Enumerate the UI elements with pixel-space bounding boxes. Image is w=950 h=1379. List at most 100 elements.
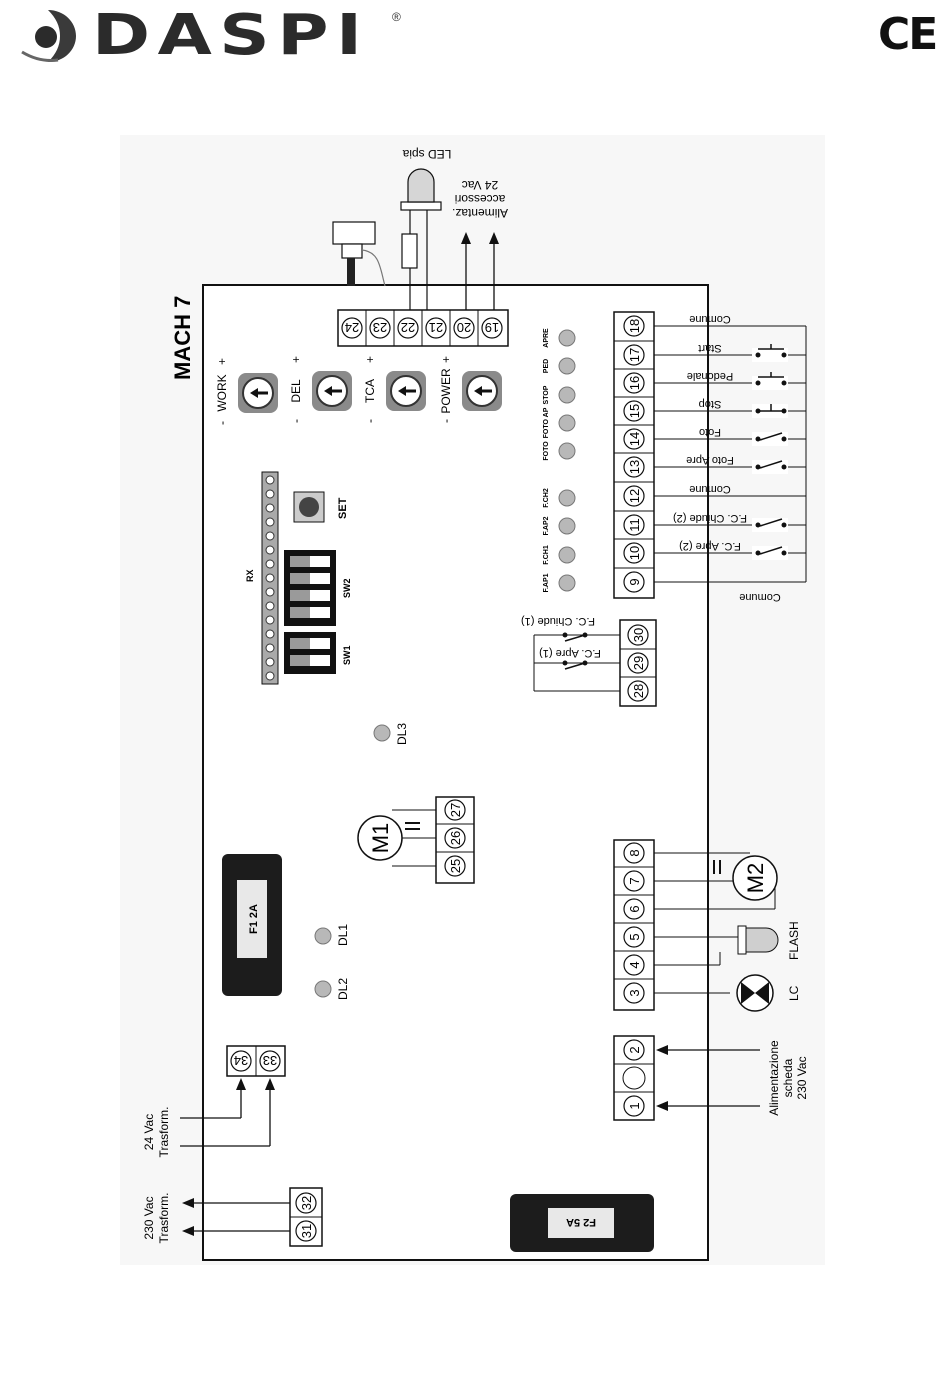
led-spia-assembly [400,168,442,310]
trafo-24-arrows [180,1078,275,1147]
svg-text:12: 12 [627,489,642,503]
terminal-1: 17 [614,340,654,366]
rx-label: RX [245,569,255,582]
svg-text:9: 9 [627,578,642,585]
svg-text:+: + [289,356,303,363]
svg-text:10: 10 [627,546,642,560]
flash-lamp-icon [737,925,779,955]
status-led [558,546,576,564]
svg-text:24: 24 [345,320,359,335]
terminal-0: 18 [623,315,645,337]
svg-text:21: 21 [429,320,443,335]
led-dl3-label: DL3 [395,723,409,745]
svg-text:14: 14 [627,432,642,446]
input-label: Pedonale [687,370,734,382]
status-led-label: FOTO AP [543,407,550,438]
input-label: Stop [699,398,722,410]
trimmer-group: WORK-+DEL-+TCA-+POWER-+ [215,356,502,425]
terminal-6: 12 [614,481,654,507]
terminal-1: 1 [623,1095,645,1117]
mains-label: Alimentazione scheda 230 Vac [767,1040,809,1116]
status-led-label: F.AP1 [543,573,550,592]
mains-arrows [656,1045,760,1111]
trimmer-tca[interactable] [386,371,426,411]
accessory-power-arrows [461,232,499,310]
svg-text:Alimentaz.: Alimentaz. [452,206,508,220]
svg-text:4: 4 [627,961,642,968]
svg-text:16: 16 [627,376,642,390]
terminal-9: 9 [614,567,654,593]
input-label: Comune [689,483,731,495]
board-model-label: MACH 7 [170,296,195,380]
terminal-1: 33 [259,1050,281,1072]
status-led [558,414,576,432]
lc-label: LC [787,985,801,1001]
terminal-1: 31 [295,1220,317,1242]
svg-text:+: + [363,356,377,363]
svg-text:17: 17 [627,348,642,362]
dip-switch-sw2[interactable] [284,550,336,626]
motor-m2-label: M2 [743,863,768,894]
status-led-label: F.CH2 [543,488,550,508]
svg-text:7: 7 [627,877,642,884]
svg-text:22: 22 [401,320,415,335]
svg-text:6: 6 [627,905,642,912]
status-led-label: FOTO [543,441,550,461]
terminal-0: 34 [230,1050,252,1072]
status-led-label: STOP [543,385,550,404]
svg-text:Trasform.: Trasform. [157,1193,171,1244]
svg-text:-: - [439,419,453,423]
svg-text:26: 26 [448,831,463,845]
trimmer-power[interactable] [462,371,502,411]
status-led-label: F.CH1 [543,545,550,565]
registered-mark: ® [392,10,401,24]
input-label: Comune [689,313,731,325]
terminal-block-mains: 21 [613,1035,655,1121]
terminal-2: 25 [436,851,474,877]
status-led [558,329,576,347]
terminal-4: 4 [614,950,654,976]
status-led [558,489,576,507]
terminal-5: 13 [614,452,654,478]
terminal-5: 19 [477,310,503,346]
fc1-apre-label: F.C. Apre (1) [539,647,601,659]
terminal-0: 27 [444,799,466,821]
brand-wordmark: DASPI [92,3,370,68]
page-header: DASPI ® CE [0,0,950,80]
terminal-3: 15 [614,396,654,422]
svg-text:+: + [215,358,229,365]
terminal-0: 24 [341,317,363,339]
led-dl2 [314,980,332,998]
terminal-2: 6 [614,894,654,920]
terminal-1: 7 [614,866,654,892]
motor-m1-label: M1 [368,823,393,854]
svg-text:accessori: accessori [455,192,506,206]
svg-text:230 Vac: 230 Vac [142,1196,156,1239]
led-dl3 [373,724,391,742]
svg-text:23: 23 [373,320,387,335]
terminal-5: 3 [614,978,654,1004]
trimmer-del[interactable] [312,371,352,411]
svg-text:3: 3 [627,989,642,996]
svg-text:19: 19 [485,320,499,335]
terminal-1: 29 [620,648,656,674]
input-label: F.C. Apre (2) [679,540,741,552]
fuse-f2 [510,1194,654,1252]
terminal-1: 26 [436,823,474,849]
terminal-0: 8 [623,842,645,864]
dip-switch-sw1[interactable] [284,632,336,674]
set-button[interactable] [293,491,325,523]
terminal-1: 23 [365,310,391,346]
terminal-3: 21 [421,310,447,346]
status-led-label: F.AP2 [543,516,550,535]
trimmer-work[interactable] [238,373,278,413]
terminal-2: 28 [620,676,656,702]
motor-m1-icon [357,809,436,867]
led-spia-label: LED spia [402,147,451,161]
status-led-label: PED [543,359,550,373]
